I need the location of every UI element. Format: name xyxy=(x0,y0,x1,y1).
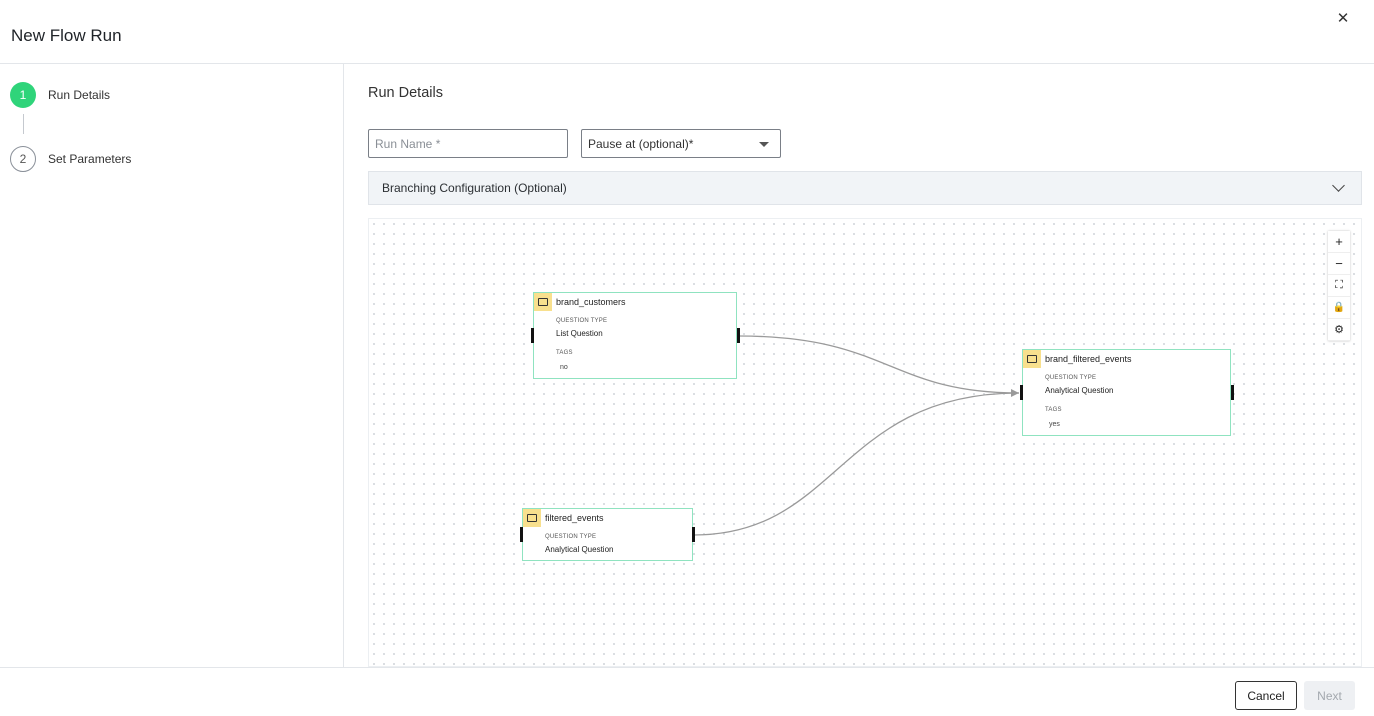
node-output-handle[interactable] xyxy=(737,328,740,343)
node-title: brand_customers xyxy=(556,297,626,307)
close-icon[interactable]: ✕ xyxy=(1334,9,1352,27)
settings-icon[interactable]: ⚙ xyxy=(1328,319,1350,341)
run-name-input[interactable] xyxy=(375,137,567,151)
node-title: filtered_events xyxy=(545,513,604,523)
edge-arrowhead xyxy=(1011,389,1019,397)
fit-view-icon[interactable]: ⛶ xyxy=(1328,275,1350,297)
edge-brand-customers-to-brand-filtered-events xyxy=(739,336,1019,393)
steps-sidebar: 1 Run Details 2 Set Parameters xyxy=(0,64,344,667)
node-tag: yes xyxy=(1049,421,1060,428)
dialog-header: New Flow Run ✕ xyxy=(0,0,1374,64)
next-button[interactable]: Next xyxy=(1304,681,1355,710)
flow-canvas[interactable]: brand_customers QUESTION TYPE List Quest… xyxy=(368,218,1362,667)
step-label: Set Parameters xyxy=(48,152,131,166)
node-type-value: Analytical Question xyxy=(1045,386,1113,395)
flow-node-brand-filtered-events[interactable]: brand_filtered_events QUESTION TYPE Anal… xyxy=(1022,349,1231,436)
step-connector xyxy=(23,114,24,134)
run-name-field[interactable] xyxy=(368,129,568,158)
flow-node-brand-customers[interactable]: brand_customers QUESTION TYPE List Quest… xyxy=(533,292,737,379)
branching-configuration-accordion[interactable]: Branching Configuration (Optional) xyxy=(368,171,1362,205)
node-tags-label: TAGS xyxy=(1045,407,1062,413)
question-icon xyxy=(534,293,552,311)
zoom-in-icon[interactable]: + xyxy=(1328,231,1350,253)
step-label: Run Details xyxy=(48,88,110,102)
cancel-button[interactable]: Cancel xyxy=(1235,681,1297,710)
edge-filtered-events-to-brand-filtered-events xyxy=(694,393,1019,535)
pause-at-select[interactable]: Pause at (optional)* xyxy=(581,129,781,158)
question-icon xyxy=(523,509,541,527)
node-type-label: QUESTION TYPE xyxy=(556,318,607,324)
node-input-handle[interactable] xyxy=(531,328,534,343)
node-title: brand_filtered_events xyxy=(1045,354,1132,364)
lock-icon[interactable]: 🔒 xyxy=(1328,297,1350,319)
chevron-down-icon[interactable] xyxy=(1332,179,1345,192)
step-number-badge: 1 xyxy=(10,82,36,108)
node-tag: no xyxy=(560,364,568,371)
pause-at-value: Pause at (optional)* xyxy=(588,137,693,151)
node-type-value: Analytical Question xyxy=(545,545,613,554)
step-number-badge: 2 xyxy=(10,146,36,172)
node-output-handle[interactable] xyxy=(1231,385,1234,400)
question-icon xyxy=(1023,350,1041,368)
node-output-handle[interactable] xyxy=(692,527,695,542)
step-set-parameters[interactable]: 2 Set Parameters xyxy=(10,146,131,172)
node-type-value: List Question xyxy=(556,329,603,338)
node-tags-label: TAGS xyxy=(556,350,573,356)
dialog-footer: Cancel Next xyxy=(0,667,1374,716)
node-type-label: QUESTION TYPE xyxy=(1045,375,1096,381)
step-run-details[interactable]: 1 Run Details xyxy=(10,82,110,108)
node-input-handle[interactable] xyxy=(1020,385,1023,400)
caret-down-icon xyxy=(759,142,769,147)
edges-layer xyxy=(369,219,1362,667)
accordion-label: Branching Configuration (Optional) xyxy=(382,181,567,195)
dialog-title: New Flow Run xyxy=(11,26,122,46)
section-title: Run Details xyxy=(368,85,443,101)
node-type-label: QUESTION TYPE xyxy=(545,534,596,540)
canvas-controls: + − ⛶ 🔒 ⚙ xyxy=(1328,231,1350,341)
flow-node-filtered-events[interactable]: filtered_events QUESTION TYPE Analytical… xyxy=(522,508,693,561)
node-input-handle[interactable] xyxy=(520,527,523,542)
zoom-out-icon[interactable]: − xyxy=(1328,253,1350,275)
